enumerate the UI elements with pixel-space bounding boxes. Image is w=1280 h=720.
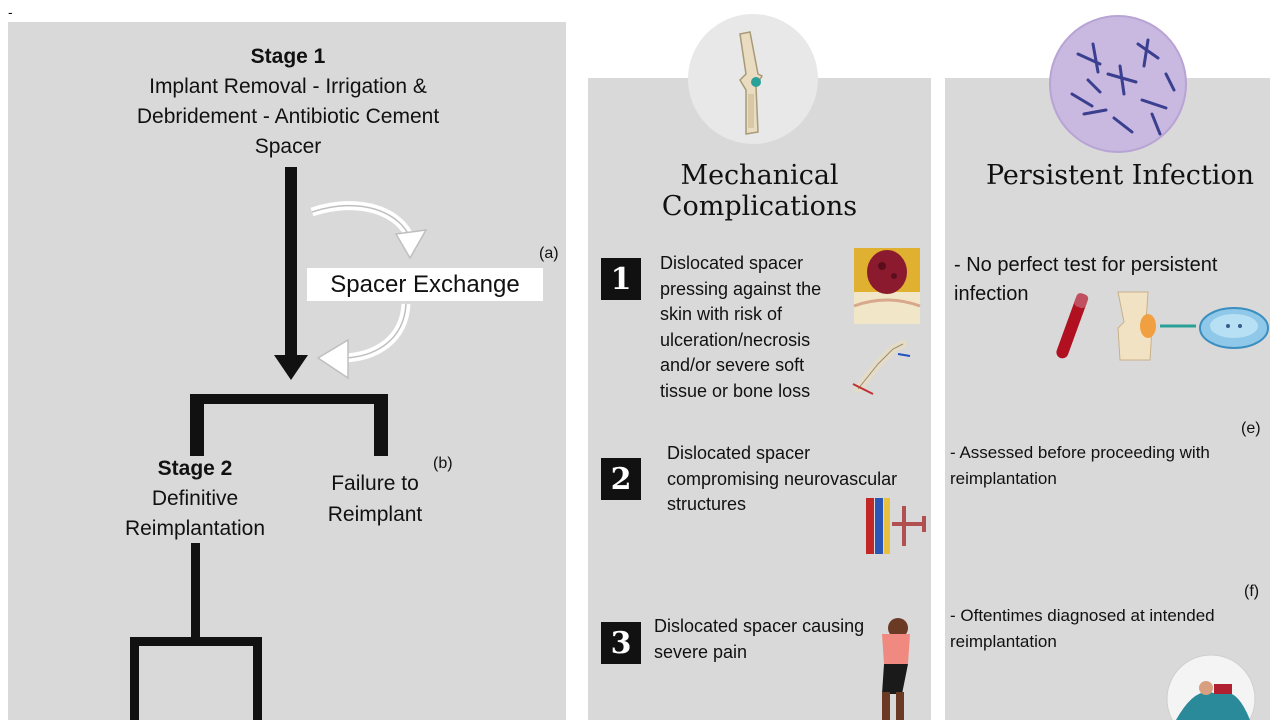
- point-line: reimplantation: [950, 632, 1057, 651]
- label-a: (a): [539, 245, 559, 262]
- main-arrow-shaft: [285, 167, 297, 357]
- curved-arrow-top-outline: [311, 204, 411, 239]
- blood-tube-icon: [1056, 293, 1089, 359]
- item-line: tissue or bone loss: [660, 380, 811, 401]
- infection-panel: [945, 78, 1270, 720]
- stage2-line: Reimplantation: [124, 517, 266, 540]
- item-line: ulceration/necrosis: [660, 329, 811, 350]
- person-pain-icon: [882, 618, 910, 720]
- bone-spacer-image: [688, 14, 818, 144]
- point-line: - Assessed before proceeding with: [950, 443, 1210, 462]
- surgery-image: [1166, 654, 1256, 720]
- knee-joint-icon: [1117, 291, 1156, 361]
- main-arrowhead: [274, 355, 308, 380]
- item-line: Dislocated spacer causing: [654, 616, 865, 636]
- branch-right-leg: [374, 394, 388, 456]
- spacer-exchange-label: Spacer Exchange: [307, 268, 543, 301]
- curved-arrow-top: [310, 201, 415, 240]
- stage1-line: Debridement - Antibiotic Cement: [136, 105, 440, 128]
- stage2-title: Stage 2: [157, 457, 233, 480]
- stage1-block: Stage 1 Implant Removal - Irrigation & D…: [100, 42, 476, 162]
- failure-line: Reimplant: [327, 503, 423, 526]
- infection-point-1: - No perfect test for persistent infecti…: [954, 251, 1264, 309]
- curved-arrowhead-top: [394, 229, 428, 260]
- mechanical-item-1: Dislocated spacer pressing against the s…: [660, 251, 850, 404]
- petri-dish-icon: [1199, 307, 1269, 349]
- point-line: - No perfect test for persistent: [954, 254, 1218, 276]
- branch-left-leg: [190, 394, 204, 456]
- item-number-3: 3: [601, 622, 641, 664]
- curved-arrow-bottom-outline: [345, 303, 407, 359]
- corner-mark: -: [8, 4, 13, 20]
- stage1-title: Stage 1: [250, 45, 326, 68]
- item-line: compromising neurovascular: [667, 468, 898, 489]
- item-line: structures: [667, 494, 747, 514]
- bacteria-image: [1049, 15, 1187, 153]
- point-line: - Oftentimes diagnosed at intended: [950, 606, 1215, 625]
- skin-ulcer-icon: [853, 248, 921, 324]
- flowchart-lines: [130, 167, 428, 720]
- label-f: (f): [1244, 583, 1260, 600]
- failure-block: Failure to Reimplant: [300, 468, 450, 530]
- stage2-block: Stage 2 Definitive Reimplantation: [100, 454, 290, 544]
- lower-branch-bar: [130, 637, 262, 646]
- label-b: (b): [433, 455, 453, 472]
- infection-point-2: - Assessed before proceeding with reimpl…: [950, 440, 1265, 492]
- lower-branch-right: [253, 637, 262, 720]
- label-e: (e): [1241, 420, 1261, 437]
- item-number-1: 1: [601, 258, 641, 300]
- stage2-down-line: [191, 543, 200, 643]
- item-line: pressing against the: [660, 278, 822, 299]
- mechanical-panel: [588, 78, 931, 720]
- item-number-2: 2: [601, 458, 641, 500]
- infection-point-3: - Oftentimes diagnosed at intended reimp…: [950, 603, 1265, 655]
- bone-fracture-icon: [852, 340, 911, 395]
- mechanical-heading: Mechanical Complications: [661, 160, 858, 222]
- lower-branch-left: [130, 637, 139, 720]
- failure-line: Failure to: [331, 472, 419, 495]
- diagnostic-icons: [1056, 291, 1269, 361]
- point-line: infection: [954, 283, 1029, 305]
- item-line: severe pain: [654, 641, 748, 662]
- item-line: and/or severe soft: [660, 355, 805, 375]
- item-line: Dislocated spacer: [660, 253, 804, 273]
- curved-arrowhead-bottom: [316, 338, 349, 380]
- stage2-line: Definitive: [151, 487, 239, 510]
- stage1-line: Implant Removal - Irrigation &: [149, 75, 427, 98]
- mechanical-item-3: Dislocated spacer causing severe pain: [654, 614, 894, 665]
- item-line: Dislocated spacer: [667, 443, 811, 463]
- branch-bar: [190, 394, 388, 404]
- mechanical-item-2: Dislocated spacer compromising neurovasc…: [667, 441, 927, 518]
- bone-icon: [739, 31, 764, 135]
- stage1-line: Spacer: [254, 135, 322, 158]
- point-line: reimplantation: [950, 469, 1057, 488]
- item-line: skin with risk of: [660, 304, 783, 324]
- neurovascular-icon: [866, 498, 926, 554]
- infection-heading: Persistent Infection: [985, 160, 1255, 191]
